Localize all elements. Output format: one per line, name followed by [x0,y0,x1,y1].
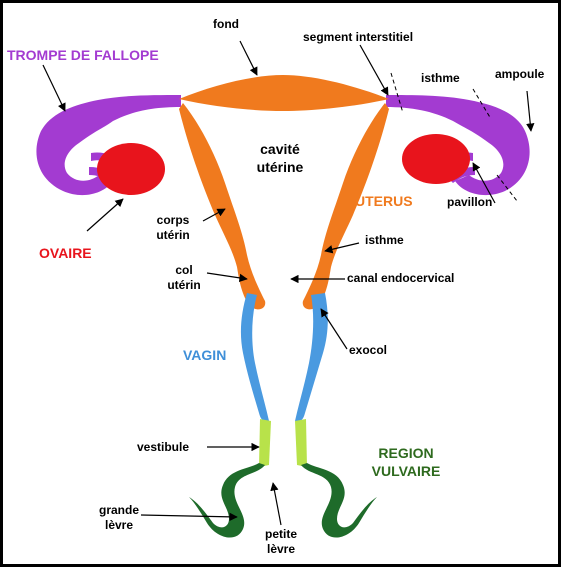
vulva-right [301,463,377,538]
label-ovaire: OVAIRE [39,245,92,261]
uterus-left-wall [179,103,266,310]
label-petite-levre-line1: petite [264,527,297,541]
left-ovary [97,143,165,195]
label-segment-interstitiel: segment interstitiel [303,30,414,44]
label-isthme-uterus: isthme [365,233,404,247]
label-trompe-de-fallope: TROMPE DE FALLOPE [7,47,159,63]
label-region-vulvaire-line2: VULVAIRE [371,463,441,479]
label-petite-levre-line2: lèvre [266,542,296,556]
label-cavite-uterine-line1: cavité [260,141,300,157]
label-corps-uterin-line1: corps [156,213,190,227]
label-fond: fond [213,17,239,31]
vagina-left-wall [240,293,269,422]
label-ampoule: ampoule [495,67,545,81]
label-col-uterin-line2: utérin [167,278,201,292]
right-ovary [402,134,470,184]
uterus-fundus [179,75,389,111]
label-grande-levre-line2: lèvre [104,518,134,532]
label-grande-levre-line1: grande [98,503,139,517]
uterus-right-wall [302,103,389,310]
label-vagin: VAGIN [183,347,227,363]
label-cavite-uterine-line2: utérine [256,159,304,175]
label-col-uterin-line1: col [175,263,193,277]
anatomy-diagram [36,40,535,538]
right-fallopian-tube [386,95,530,196]
label-exocol: exocol [349,343,388,357]
vestibule-right [295,419,307,467]
vulva-left [189,463,265,538]
left-fallopian-tube [36,95,181,196]
label-uterus: UTERUS [355,193,413,209]
vestibule-left [259,419,271,467]
label-vestibule: vestibule [137,440,190,454]
label-region-vulvaire-line1: REGION [378,445,434,461]
label-isthme-trompe: isthme [421,71,460,85]
label-corps-uterin-line2: utérin [156,228,190,242]
label-pavillon: pavillon [447,195,493,209]
section-dashes [390,72,518,202]
vagina-right-wall [295,293,328,422]
label-canal-endocervical: canal endocervical [347,271,455,285]
leader-lines [42,40,535,526]
